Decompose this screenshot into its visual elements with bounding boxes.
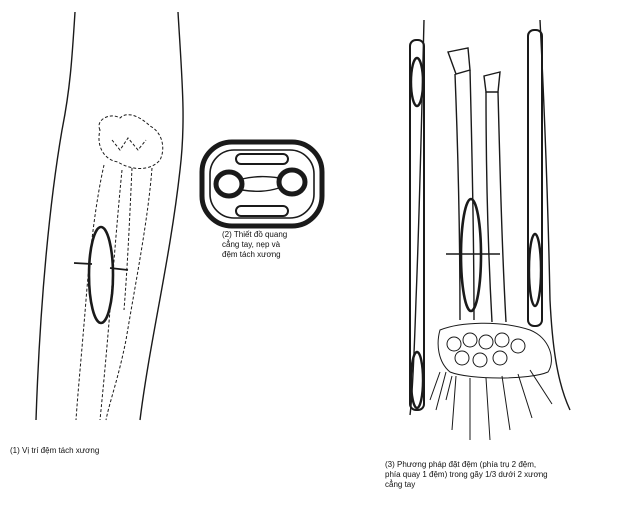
- splints-fig3: [410, 30, 542, 410]
- separating-pad-fig3: [461, 199, 481, 311]
- caption-fig3-line2: phía quay 1 đệm) trong gãy 1/3 dưới 2 xư…: [385, 470, 625, 480]
- bottom-splint: [236, 206, 288, 216]
- ulna-bone-section: [279, 170, 305, 194]
- bones-fig3: [448, 48, 506, 322]
- pads-fig3: [411, 58, 541, 408]
- caption-fig3-line1: (3) Phương pháp đặt đệm (phía trụ 2 đệm,: [385, 460, 625, 470]
- separating-pad-fig1: [89, 227, 113, 323]
- top-splint: [236, 154, 288, 164]
- cross-section-fig2: [202, 142, 322, 226]
- caption-fig2: (2) Thiết đồ quang cẳng tay, nẹp và đệm …: [222, 230, 322, 260]
- pad-tie-left-fig1: [74, 263, 92, 264]
- limb-outline: [210, 150, 314, 218]
- caption-fig1-line1: (1) Vị trí đệm tách xương: [10, 446, 210, 456]
- hand-skeleton-fig3: [430, 323, 552, 440]
- caption-fig2-line1: (2) Thiết đồ quang: [222, 230, 322, 240]
- caption-fig1: (1) Vị trí đệm tách xương: [10, 446, 210, 456]
- radius-bone-section: [216, 172, 242, 196]
- caption-fig3: (3) Phương pháp đặt đệm (phía trụ 2 đệm,…: [385, 460, 625, 490]
- caption-fig3-line3: cẳng tay: [385, 480, 625, 490]
- forearm-outline-fig1: [36, 12, 183, 420]
- caption-fig2-line2: cẳng tay, nẹp và: [222, 240, 322, 250]
- caption-fig2-line3: đệm tách xương: [222, 250, 322, 260]
- forearm-outline-fig3: [410, 20, 570, 415]
